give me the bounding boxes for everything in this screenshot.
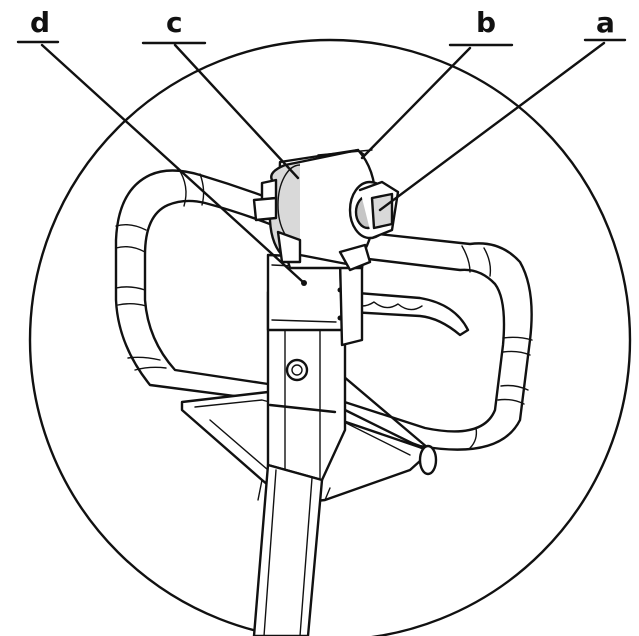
head-housing <box>252 148 400 272</box>
callout-a: a <box>596 6 615 39</box>
leader-c <box>173 43 300 180</box>
callout-c: c <box>166 6 183 39</box>
callout-b: b <box>476 6 496 39</box>
leader-b <box>360 46 472 160</box>
leader-lines <box>16 38 627 284</box>
lever-bracket <box>266 253 364 347</box>
leader-a <box>378 41 606 212</box>
handle-shaft <box>252 290 347 636</box>
callout-d: d <box>30 6 50 39</box>
leader-d <box>40 43 305 284</box>
detail-circle <box>28 38 632 636</box>
